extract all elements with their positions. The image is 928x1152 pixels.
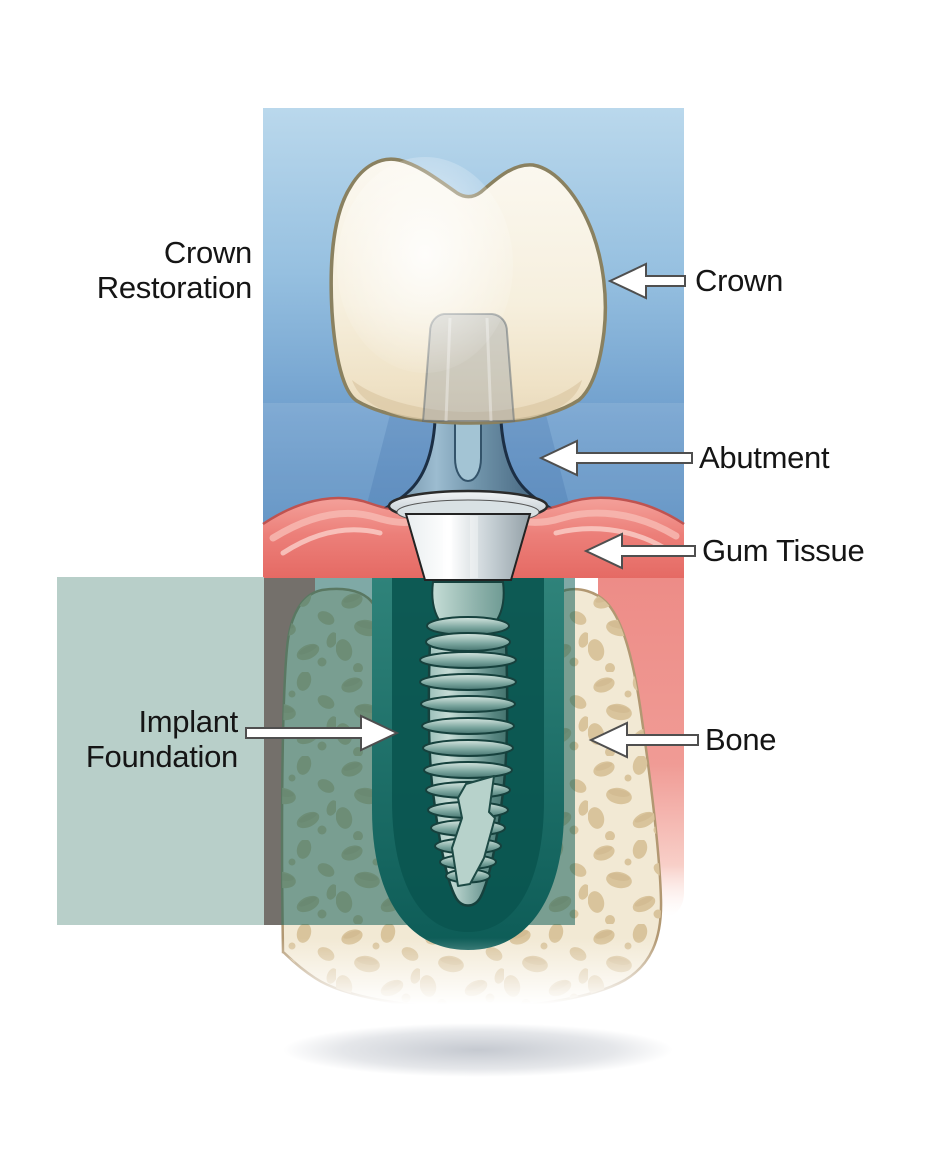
implant-foundation-label: Implant Foundation bbox=[86, 704, 238, 774]
gum-tissue-arrow bbox=[583, 532, 696, 570]
implant-screw bbox=[419, 575, 517, 907]
foundation-overlay-box bbox=[57, 577, 264, 925]
implant-foundation-line2: Foundation bbox=[85, 739, 238, 774]
bone-arrow bbox=[588, 721, 699, 759]
crown-label: Crown bbox=[695, 263, 784, 298]
polished-collar bbox=[404, 513, 532, 581]
crown-highlight bbox=[337, 157, 513, 373]
crown-restoration-line1: Crown bbox=[163, 235, 252, 270]
abutment-groove bbox=[454, 420, 482, 483]
abutment-arrow bbox=[538, 439, 693, 477]
screw-cutaway-flute bbox=[451, 775, 496, 887]
implant-foundation-line1: Implant bbox=[138, 704, 238, 739]
drop-shadow bbox=[283, 1023, 673, 1077]
abutment bbox=[384, 419, 552, 581]
crown-restoration-label: Crown Restoration bbox=[96, 235, 253, 305]
implant-foundation-arrow bbox=[245, 714, 400, 752]
crown-neck-shading bbox=[352, 380, 582, 422]
crown-arrow bbox=[607, 262, 686, 300]
callout-arrows bbox=[245, 262, 699, 759]
gum-tissue-label: Gum Tissue bbox=[702, 533, 865, 568]
bone-bottom-fade bbox=[258, 938, 688, 1020]
screw-collar bbox=[431, 581, 505, 621]
bone-label: Bone bbox=[705, 722, 777, 757]
abutment-label: Abutment bbox=[699, 440, 830, 475]
crown-restoration-line2: Restoration bbox=[96, 270, 253, 305]
crown bbox=[329, 157, 608, 425]
